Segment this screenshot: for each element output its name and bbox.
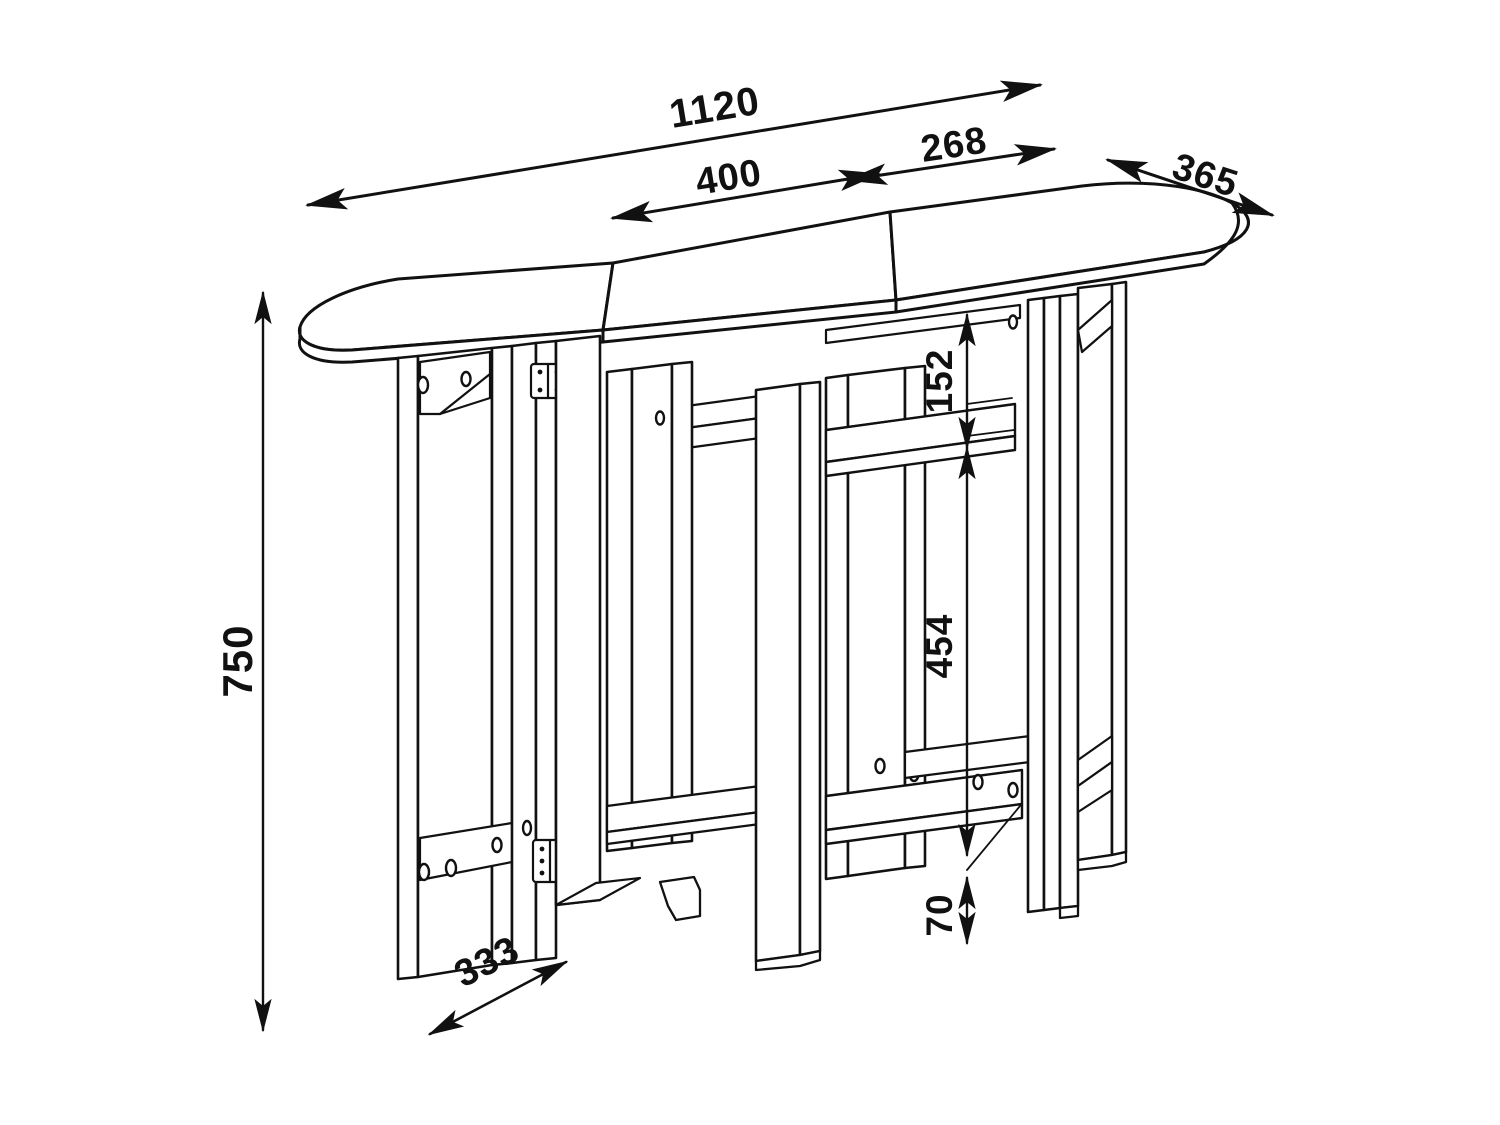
- left-folded-leaf-panel: [554, 334, 602, 907]
- center-foot-tab: [658, 875, 702, 922]
- left-leg-frame: [396, 334, 642, 981]
- left-top-brace-diagonal: [438, 372, 492, 416]
- dimension-label-height: 750: [214, 624, 261, 697]
- seam-center-right: [888, 210, 898, 302]
- left-inner-stile: [490, 344, 514, 967]
- right-leg-frame: [1026, 280, 1128, 920]
- center-left-inner-stile: [670, 360, 694, 845]
- center-front-post: [754, 382, 802, 963]
- dimension-label-lower-shelf: 454: [919, 614, 960, 679]
- dowel-hole-icon: [417, 862, 431, 882]
- left-top-brace: [418, 350, 492, 416]
- dowel-hole-icon: [444, 858, 458, 878]
- left-leg-panel: [416, 346, 494, 979]
- center-left-stile: [605, 367, 634, 853]
- center-left-panel: [630, 362, 674, 850]
- right-stile-a: [1026, 296, 1046, 914]
- dowel-hole-icon: [521, 819, 533, 837]
- dim-line-333: [427, 960, 569, 1036]
- dowel-hole-icon: [972, 773, 984, 791]
- upper-shelf-back-line: [825, 403, 1016, 431]
- center-front-post-side: [798, 380, 822, 957]
- dowel-hole-icon: [416, 375, 430, 395]
- dowel-hole-icon: [654, 410, 666, 426]
- right-folding-leg-edge: [1110, 280, 1128, 857]
- dimension-lines-group: [254, 80, 1275, 1036]
- dim-line-400: [610, 169, 881, 223]
- seam-left-center: [601, 261, 615, 332]
- witness-lines: [966, 397, 1021, 871]
- dim-line-1120: [305, 80, 1043, 210]
- left-folded-leaf-foot: [554, 876, 642, 907]
- right-stile-b: [1042, 294, 1062, 912]
- right-hinge-post: [1058, 292, 1080, 910]
- dowel-hole-icon: [874, 757, 886, 775]
- dimension-label-center-panel: 268: [918, 119, 990, 170]
- dim-line-365: [1105, 158, 1275, 217]
- right-top-notch: [1076, 298, 1114, 354]
- right-bottom-notch-2: [1076, 760, 1114, 814]
- dowel-hole-icon: [1007, 781, 1019, 799]
- right-leg-foot: [1058, 904, 1080, 920]
- dowel-hole-icon: [491, 836, 503, 854]
- left-outer-stile: [396, 354, 420, 981]
- lower-shelf-back-line: [825, 769, 1023, 797]
- center-front-post-foot: [754, 949, 822, 972]
- dimension-label-bottom-clearance: 70: [919, 893, 960, 936]
- right-folding-leg-foot: [1076, 850, 1128, 872]
- dimension-label-upper-shelf: 152: [919, 349, 960, 414]
- left-hinge-post-back: [534, 339, 558, 962]
- center-right-stile-b: [903, 364, 927, 870]
- dim-line-268: [845, 144, 1057, 185]
- dowel-hole-icon: [460, 370, 472, 388]
- dowel-hole-icon: [1007, 314, 1019, 330]
